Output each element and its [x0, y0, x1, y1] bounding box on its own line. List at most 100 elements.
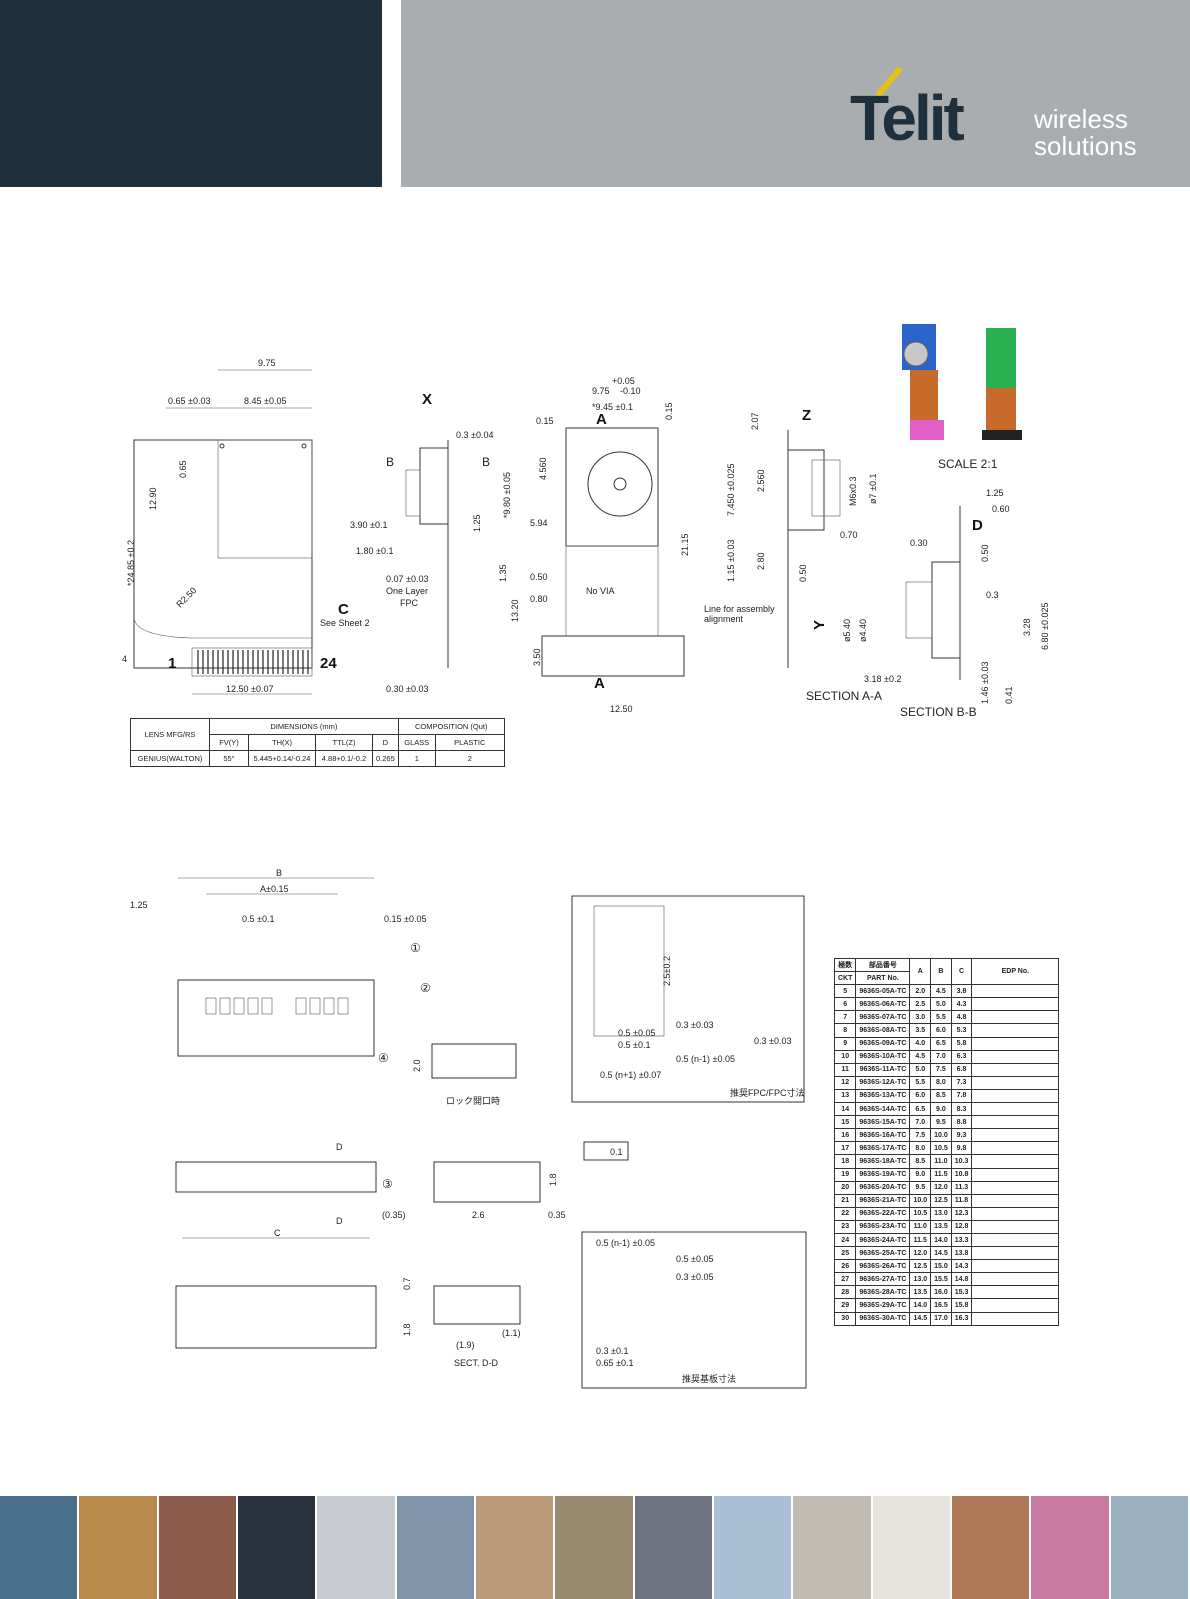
table-cell: 9636S-09A-TC: [855, 1036, 911, 1051]
table-cell: 6.5: [909, 1102, 932, 1117]
dim-c: C: [274, 1228, 281, 1238]
table-cell: 9636S-05A-TC: [855, 984, 911, 999]
table-cell: 11: [833, 1062, 857, 1077]
footer-photo-tile: [158, 1496, 238, 1599]
logo-wordmark: Telit: [850, 82, 965, 154]
conn-h-c: C: [950, 957, 973, 986]
dim-440: ø4.40: [858, 619, 868, 642]
table-cell-edp: [971, 1088, 1060, 1104]
table-cell: 11.3: [950, 1180, 973, 1195]
table-cell: 9636S-18A-TC: [855, 1154, 911, 1169]
fpc-dim-5: 0.5 (n+1) ±0.07: [600, 1070, 661, 1080]
spec-h-th: TH(X): [248, 734, 316, 751]
section-bb-lens: [905, 581, 933, 639]
conn-h-ckt: 極数: [833, 957, 857, 973]
label-y: Y: [811, 620, 828, 630]
callout-3: ③: [382, 1177, 393, 1191]
dim-975-front: 9.75: [592, 386, 610, 396]
section-dd-outline: [433, 1285, 521, 1325]
dim-115: 1.15 ±0.03: [726, 540, 736, 582]
dim-2560: 2.560: [756, 469, 766, 492]
dim-4: 4: [122, 654, 127, 664]
camera-front-view: +0.05 9.75 -0.10 *9.45 ±0.1 0.15 0.15 A …: [498, 376, 775, 714]
section-bb-title: SECTION B-B: [900, 705, 977, 719]
alignment-hole-2: [301, 443, 307, 449]
table-cell: 17.0: [930, 1311, 952, 1326]
spec-r-plastic: 2: [434, 750, 505, 767]
spec-r-ttl: 4.88+0.1/-0.2: [315, 750, 373, 767]
table-cell: 27: [833, 1272, 857, 1287]
table-cell: 9636S-23A-TC: [855, 1219, 911, 1234]
table-cell: 10.8: [950, 1167, 973, 1182]
table-cell: 6.3: [950, 1049, 973, 1064]
header-grey-panel: [401, 0, 1190, 187]
connector-lock-detail: 2.0 ロック開口時: [412, 1043, 517, 1106]
label-a-bottom: A: [594, 675, 605, 692]
table-cell: 14.3: [950, 1259, 973, 1274]
label-x: X: [422, 391, 432, 408]
footer-photo-tile: [713, 1496, 794, 1599]
conn-h-part: 部品番号: [855, 957, 911, 973]
pin-first: 1: [168, 655, 176, 672]
table-cell-edp: [971, 1049, 1060, 1064]
callout-4: ④: [378, 1051, 389, 1065]
table-cell: 16.0: [930, 1285, 952, 1300]
table-cell: 8: [833, 1023, 857, 1038]
dim-146: 1.46 ±0.03: [980, 662, 990, 704]
conn-h-edp: EDP No.: [971, 957, 1060, 986]
dim-980: *9.80 ±0.05: [502, 472, 512, 518]
footer-photo-tile: [555, 1496, 635, 1599]
footer-photo-tile: [0, 1496, 80, 1599]
fpc-box-title: 推奨FPC/FPC寸法: [730, 1087, 805, 1098]
table-cell: 9636S-14A-TC: [855, 1102, 911, 1117]
table-cell: 20: [833, 1180, 857, 1195]
dim-b: B: [276, 868, 282, 878]
table-cell: 11.5: [930, 1167, 952, 1182]
table-cell: 5.8: [950, 1036, 973, 1051]
table-cell-edp: [971, 1115, 1060, 1130]
table-cell: 9636S-24A-TC: [855, 1232, 911, 1248]
dim-975: 9.75: [258, 358, 276, 368]
footer-photo-tile: [793, 1496, 873, 1599]
section-bb-view: SCALE 2:1 1.25 0.60 D 0.30 0.50 0.3 3.28…: [900, 324, 1050, 719]
table-cell: 15.0: [930, 1259, 952, 1274]
table-cell: 7.3: [950, 1075, 973, 1090]
footer-photo-tile: [317, 1496, 397, 1599]
connector-front-view: D D ③ C: [175, 1142, 393, 1239]
module-photo-front: [902, 324, 944, 440]
table-cell: 16: [833, 1128, 857, 1143]
table-cell: 9636S-15A-TC: [855, 1115, 911, 1130]
section-dd-title: SECT. D-D: [454, 1358, 499, 1368]
footer-photo-strip: [0, 1496, 1190, 1599]
table-cell-edp: [971, 984, 1060, 999]
pcb-dim-1: 0.5 (n-1) ±0.05: [596, 1238, 655, 1248]
lens-spec-table: LENS MFG/RS DIMENSIONS (mm) COMPOSITION …: [130, 718, 505, 767]
fpc-line-2: FPC: [400, 598, 419, 608]
table-cell: 9636S-16A-TC: [855, 1128, 911, 1143]
camera-drawing-canvas: 9.75 0.65 ±0.03 8.45 ±0.05 0.65 12.90 *2…: [122, 324, 1050, 719]
connector-front-body: [175, 1161, 377, 1193]
table-cell: 9.0: [930, 1102, 952, 1117]
photo-fpc-back: [986, 388, 1016, 434]
dim-18: 1.8: [548, 1173, 558, 1186]
table-cell: 8.8: [950, 1115, 973, 1130]
callout-2: ②: [420, 981, 431, 995]
pcb-recommendation-box: 0.5 (n-1) ±0.05 0.5 ±0.05 0.3 ±0.05 0.3 …: [581, 1231, 807, 1389]
dim-a: A±0.15: [260, 884, 288, 894]
table-cell: 3.5: [909, 1023, 932, 1038]
front-connector: [541, 635, 685, 677]
dim-328: 3.28: [1022, 618, 1032, 636]
table-cell: 9.8: [950, 1141, 973, 1156]
spec-data-row: GENIUS(WALTON) 55° 5.445+0.14/-0.24 4.88…: [130, 750, 505, 767]
fpc-dim-2: 0.5 ±0.1: [618, 1040, 650, 1050]
tol-plus: +0.05: [612, 376, 635, 386]
